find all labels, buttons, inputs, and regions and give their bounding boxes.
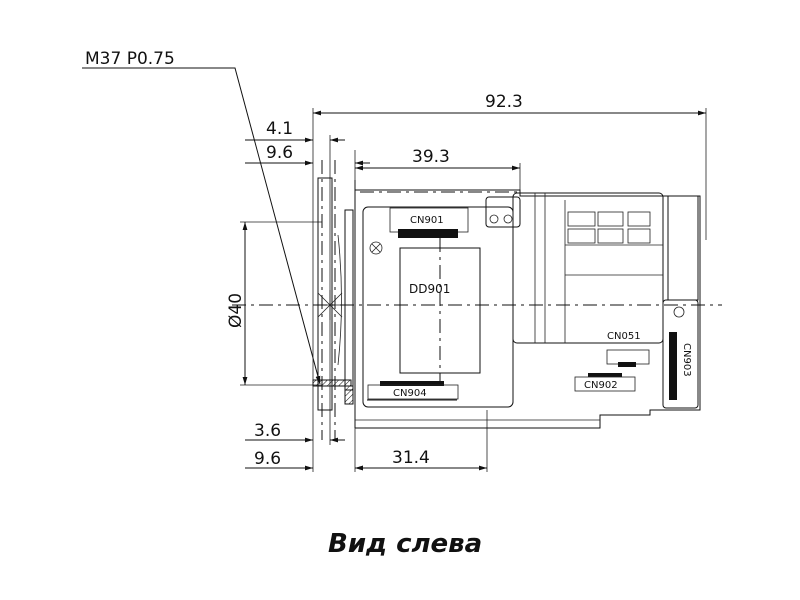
chip-dd901: DD901 xyxy=(399,238,481,385)
connector-cn902: CN902 xyxy=(574,373,636,392)
view-caption: Вид слева xyxy=(328,529,482,559)
camera-body: CN901 DD901 CN904 CN051 xyxy=(354,180,701,429)
svg-text:Ø40: Ø40 xyxy=(226,293,246,328)
screw-icon xyxy=(369,241,383,255)
connector-cn901: CN901 xyxy=(389,207,469,238)
svg-text:CN903: CN903 xyxy=(681,343,692,377)
svg-text:92.3: 92.3 xyxy=(485,92,523,112)
dimension-9-6-bottom: 9.6 xyxy=(245,449,370,471)
svg-text:CN901: CN901 xyxy=(410,215,444,226)
connector-cn051: CN051 xyxy=(606,331,650,367)
svg-text:CN904: CN904 xyxy=(393,388,427,399)
dimension-3-6: 3.6 xyxy=(245,421,345,443)
svg-text:CN902: CN902 xyxy=(584,380,618,391)
dimension-39-3: 39.3 xyxy=(355,147,520,171)
svg-text:9.6: 9.6 xyxy=(266,143,293,163)
svg-text:31.4: 31.4 xyxy=(392,448,430,468)
dimension-overall: 92.3 xyxy=(313,92,706,116)
lens-mount xyxy=(312,160,354,440)
svg-text:CN051: CN051 xyxy=(607,331,641,342)
dimension-9-6-top: 9.6 xyxy=(245,143,370,166)
dimension-31-4: 31.4 xyxy=(355,448,487,471)
svg-text:4.1: 4.1 xyxy=(266,119,293,139)
dimension-4-1: 4.1 xyxy=(245,119,345,143)
svg-text:DD901: DD901 xyxy=(409,282,450,296)
svg-text:9.6: 9.6 xyxy=(254,449,281,469)
thread-label: M37 P0.75 xyxy=(85,49,175,69)
center-mark-icon xyxy=(316,290,344,320)
connector-cn903: CN903 xyxy=(669,332,692,400)
svg-text:39.3: 39.3 xyxy=(412,147,450,167)
connector-cn904: CN904 xyxy=(367,381,459,401)
svg-text:3.6: 3.6 xyxy=(254,421,281,441)
thread-leader: M37 P0.75 xyxy=(82,49,321,385)
grid-block xyxy=(567,211,651,244)
dimension-diameter: Ø40 xyxy=(226,222,248,385)
